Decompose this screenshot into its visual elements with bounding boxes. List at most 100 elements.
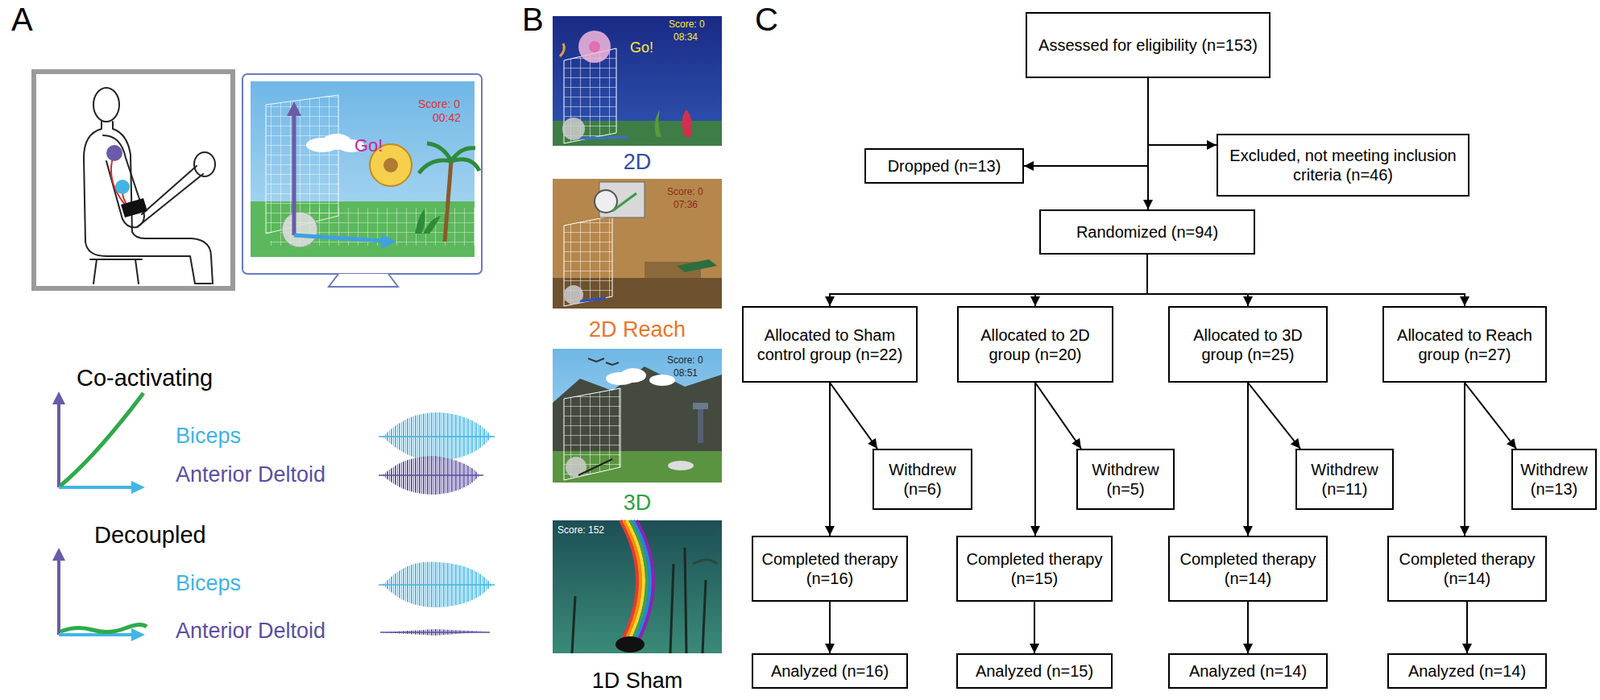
coactivation-graph — [52, 391, 66, 405]
process-box: Assessed for eligibility (n=153) — [1025, 12, 1271, 79]
game-timer: 08:51 — [673, 368, 698, 378]
subject-figure — [141, 165, 197, 215]
decoupled-graph — [58, 633, 133, 637]
box-text: Allocated to 2D group (n=20) — [965, 325, 1106, 365]
game-screenshot — [649, 374, 676, 386]
emg-signal — [378, 412, 495, 636]
subject-figure — [136, 174, 204, 228]
game-screenshot — [578, 30, 611, 63]
process-box: Completed therapy (n=15) — [956, 535, 1113, 602]
box-text: Analyzed (n=14) — [1408, 661, 1526, 681]
game-screenshot — [578, 459, 613, 476]
game-screenshot — [692, 402, 709, 410]
game-cue: Go! — [354, 136, 383, 155]
subject-figure — [93, 87, 120, 122]
monitor — [294, 235, 384, 241]
muscle-label: Biceps — [175, 572, 241, 595]
game-screenshot — [552, 178, 722, 309]
game-screenshot — [562, 117, 585, 141]
game-timer: 08:34 — [673, 32, 698, 42]
game-score: Score: 0 — [668, 19, 705, 30]
game-screenshot — [615, 636, 645, 653]
process-box: Completed therapy (n=14) — [1387, 535, 1547, 602]
game-score: Score: 0 — [418, 98, 461, 110]
subject-figure — [90, 259, 142, 284]
game-screenshot — [580, 136, 629, 139]
game-screenshot — [559, 43, 564, 57]
condition-label: Co-activating — [76, 366, 213, 390]
electrodes — [106, 145, 148, 218]
game-screenshot — [552, 348, 722, 483]
electrodes — [106, 145, 123, 162]
game-screenshot — [588, 41, 601, 53]
flow-arrow — [829, 382, 878, 449]
box-text: Excluded, not meeting inclusion criteria… — [1224, 145, 1462, 185]
game-screenshot — [565, 456, 587, 478]
panel-label: C — [754, 3, 779, 36]
decoupled-graph — [52, 547, 147, 642]
subject-figure — [194, 152, 216, 177]
process-box: Randomized (n=94) — [1039, 209, 1256, 255]
emg-signal — [380, 631, 490, 634]
decoupled-graph — [131, 628, 146, 642]
muscle-label: Anterior Deltoid — [175, 620, 326, 643]
monitor — [250, 81, 475, 257]
electrodes — [120, 198, 148, 218]
flow-arrow — [1464, 382, 1517, 449]
box-text: Analyzed (n=16) — [770, 661, 889, 681]
process-box: Allocated to 3D group (n=25) — [1168, 306, 1328, 383]
monitor — [281, 211, 318, 248]
box-text: Withdrew (n=6) — [880, 460, 965, 499]
game-caption: 2D Reach — [588, 319, 686, 341]
coactivation-graph — [57, 401, 61, 488]
coactivation-graph — [52, 391, 146, 494]
process-box: Withdrew (n=11) — [1295, 448, 1394, 510]
flow-arrow — [1147, 254, 1248, 307]
game-screenshot — [697, 406, 704, 444]
box-text: Completed therapy (n=16) — [759, 549, 900, 589]
box-text: Assessed for eligibility (n=153) — [1038, 35, 1258, 55]
game-timer: 07:36 — [673, 199, 698, 210]
game-score: Score: 0 — [667, 355, 704, 365]
process-box: Withdrew (n=6) — [872, 448, 973, 510]
box-text: Dropped (n=13) — [887, 156, 1002, 176]
electrodes — [115, 179, 130, 195]
process-box: Allocated to Reach group (n=27) — [1382, 306, 1547, 383]
game-screenshot — [572, 547, 706, 654]
game-screenshot — [612, 193, 637, 212]
game-screenshot — [620, 368, 647, 383]
process-box: Allocated to Sham control group (n=22) — [741, 306, 918, 383]
game-caption: 1D Sham — [592, 670, 684, 693]
box-text: Withdrew (n=5) — [1084, 460, 1167, 499]
flow-arrow — [829, 254, 1148, 307]
game-screenshot — [552, 520, 722, 654]
game-screenshot — [563, 388, 621, 481]
process-box: Withdrew (n=5) — [1076, 448, 1175, 510]
panel-label: B — [522, 3, 544, 36]
flow-arrow — [1148, 78, 1217, 146]
flow-arrow — [829, 382, 831, 536]
flow-arrow — [1033, 601, 1036, 654]
monitor — [418, 143, 480, 174]
game-screenshot — [552, 520, 722, 654]
flow-arrow — [1023, 78, 1149, 166]
game-score: Score: 0 — [667, 186, 704, 197]
process-box: Completed therapy (n=16) — [751, 535, 908, 602]
process-box: Analyzed (n=15) — [956, 653, 1113, 689]
game-screenshot — [676, 259, 718, 273]
game-caption: 2D — [623, 151, 652, 174]
monitor — [292, 112, 297, 236]
flow-arrow — [1147, 78, 1149, 210]
process-box: Analyzed (n=14) — [1387, 653, 1547, 689]
flow-arrow — [1247, 382, 1301, 449]
decoupled-graph — [60, 624, 147, 632]
coactivation-graph — [58, 485, 133, 490]
process-box: Completed therapy (n=14) — [1168, 535, 1328, 602]
flow-arrow — [1463, 382, 1466, 536]
game-cue: Go! — [630, 40, 654, 55]
electrode-wires — [111, 153, 131, 212]
monitor — [286, 101, 302, 117]
game-screenshot — [681, 109, 693, 137]
flow-arrow — [1247, 382, 1249, 536]
